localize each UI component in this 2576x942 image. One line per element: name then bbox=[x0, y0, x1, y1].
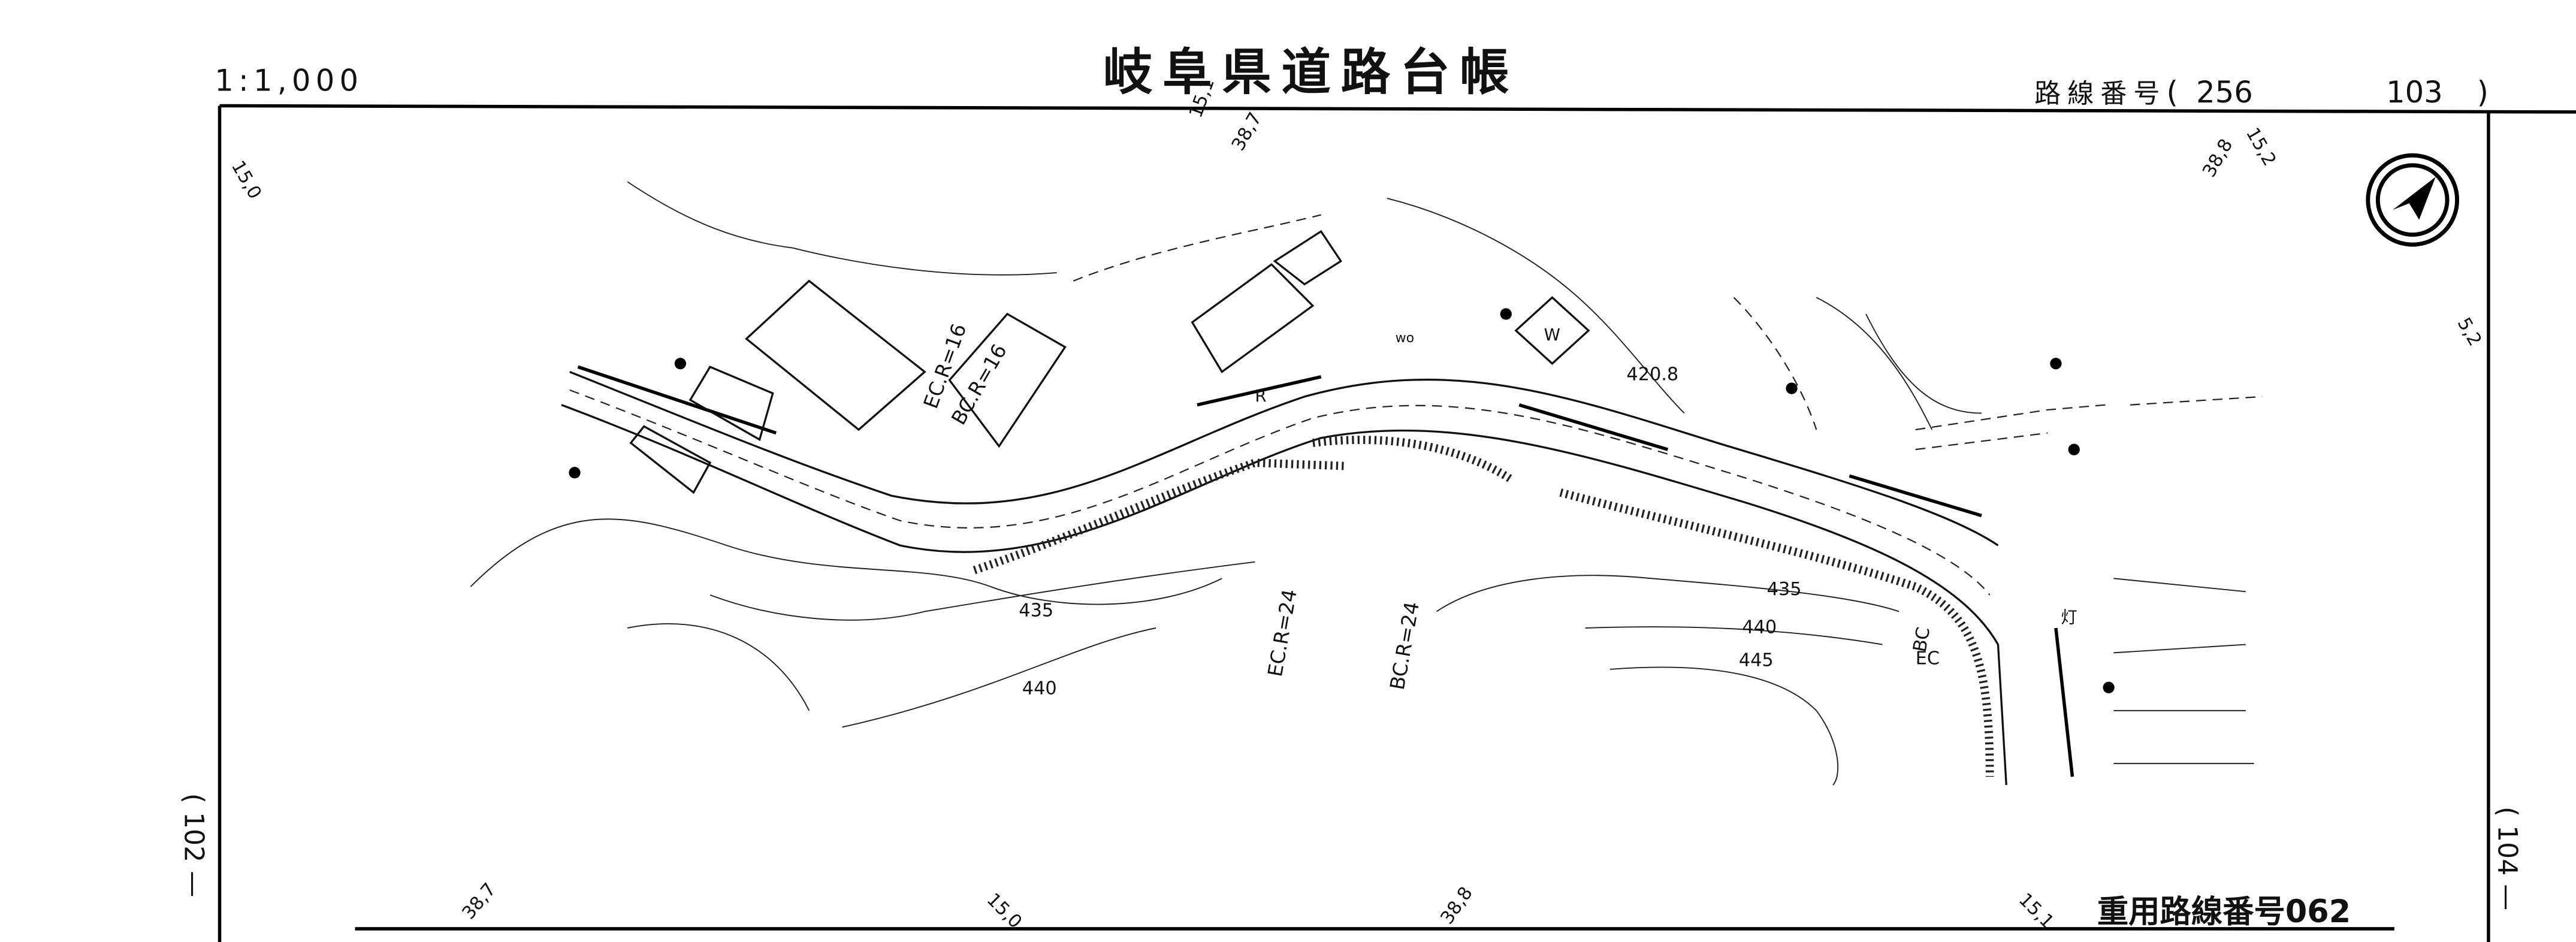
map-labels: EC.R=16 BC.R=16 EC.R=24 BC.R=24 435 440 … bbox=[919, 321, 2077, 699]
svg-text:BC: BC bbox=[1910, 626, 1935, 654]
grid-labels: 15,0 15,1 38,7 38,8 15,2 5,2 38,7 15,0 3… bbox=[227, 76, 2486, 933]
svg-text:EC: EC bbox=[1916, 648, 1940, 669]
overlap-route-number: 重用路線番号062 bbox=[2097, 893, 2351, 930]
scale-label: 1:1,000 bbox=[215, 64, 363, 98]
svg-text:38,7: 38,7 bbox=[458, 879, 500, 923]
point-markers bbox=[569, 308, 2115, 693]
svg-text:wo: wo bbox=[1396, 331, 1415, 346]
svg-text:103: 103 bbox=[2386, 75, 2443, 110]
road-alignment bbox=[561, 365, 2074, 786]
contours bbox=[470, 181, 1982, 786]
buildings bbox=[629, 230, 2263, 765]
svg-text:440: 440 bbox=[1022, 678, 1057, 699]
adjacent-sheet-right: ( 104 — bbox=[2492, 807, 2522, 911]
svg-text:15,1: 15,1 bbox=[2015, 889, 2058, 933]
svg-text:W: W bbox=[1544, 325, 1560, 345]
svg-text:BC.R=24: BC.R=24 bbox=[1385, 600, 1424, 692]
svg-text:15,0: 15,0 bbox=[983, 889, 1026, 933]
svg-text:38,8: 38,8 bbox=[2198, 135, 2237, 181]
svg-text:路線番号: 路線番号 bbox=[2034, 78, 2166, 109]
route-number: 路線番号 ( 256 103 ) bbox=[2034, 75, 2489, 110]
svg-text:(: ( bbox=[2167, 75, 2178, 110]
svg-text:15,2: 15,2 bbox=[2242, 124, 2280, 170]
svg-text:灯: 灯 bbox=[2061, 608, 2077, 627]
page-title: 岐阜県道路台帳 bbox=[1103, 43, 1519, 101]
svg-text:256: 256 bbox=[2196, 75, 2253, 110]
svg-text:445: 445 bbox=[1739, 650, 1774, 671]
svg-text:38,8: 38,8 bbox=[1436, 883, 1476, 928]
map-frame bbox=[218, 104, 2576, 942]
svg-text:435: 435 bbox=[1019, 600, 1053, 621]
adjacent-sheet-left: ( 102 — bbox=[179, 793, 209, 898]
svg-text:5,2: 5,2 bbox=[2453, 314, 2486, 349]
svg-text:435: 435 bbox=[1767, 579, 1802, 600]
svg-text:38,7: 38,7 bbox=[1228, 109, 1266, 155]
svg-text:420.8: 420.8 bbox=[1626, 364, 1678, 385]
svg-text:440: 440 bbox=[1742, 617, 1777, 638]
svg-text:15,0: 15,0 bbox=[227, 157, 265, 203]
svg-text:): ) bbox=[2477, 75, 2489, 110]
svg-text:EC.R=24: EC.R=24 bbox=[1263, 587, 1301, 678]
svg-text:R: R bbox=[1255, 387, 1266, 406]
north-arrow-icon bbox=[2366, 153, 2460, 247]
